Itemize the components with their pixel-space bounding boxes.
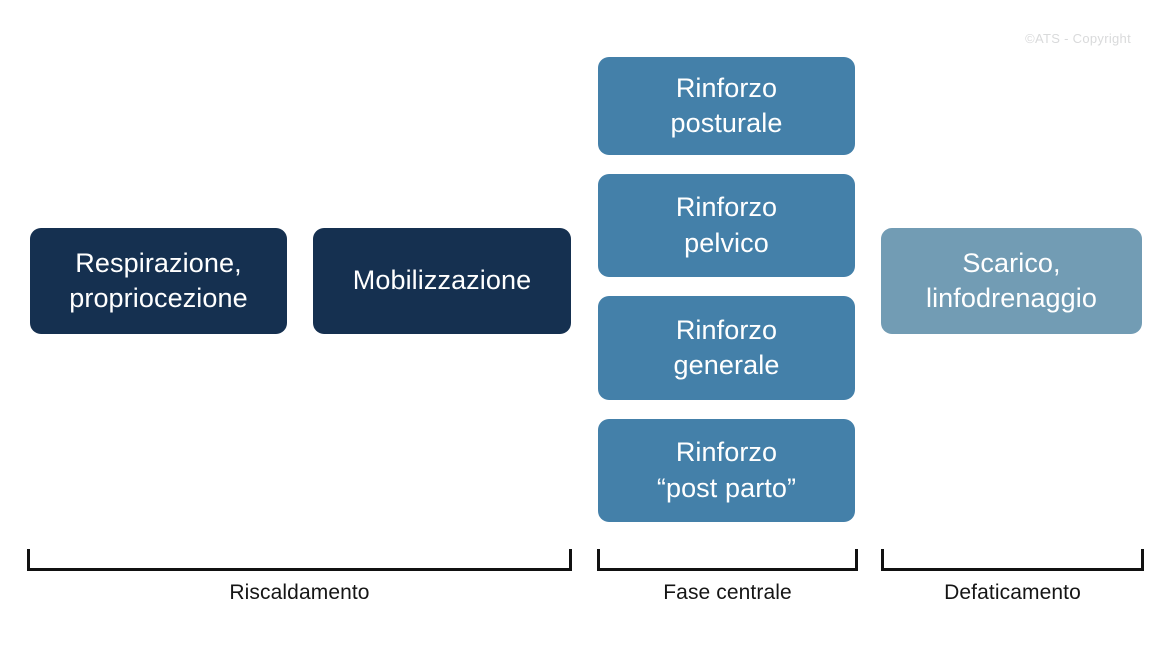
box-rinforzo-post-parto[interactable]: Rinforzo “post parto” — [598, 419, 855, 522]
box-mobilizzazione[interactable]: Mobilizzazione — [313, 228, 571, 334]
bracket-defaticamento — [881, 549, 1144, 571]
box-respirazione-propriocezione[interactable]: Respirazione, propriocezione — [30, 228, 287, 334]
bracket-fase-centrale — [597, 549, 858, 571]
box-rinforzo-pelvico[interactable]: Rinforzo pelvico — [598, 174, 855, 277]
box-scarico-linfodrenaggio[interactable]: Scarico, linfodrenaggio — [881, 228, 1142, 334]
phase-group-fase-centrale: Fase centrale — [597, 549, 858, 605]
box-rinforzo-posturale[interactable]: Rinforzo posturale — [598, 57, 855, 155]
copyright-watermark: ©ATS - Copyright — [1025, 31, 1131, 46]
phase-group-riscaldamento: Riscaldamento — [27, 549, 572, 605]
phase-label-fase-centrale: Fase centrale — [663, 581, 792, 604]
phase-label-riscaldamento: Riscaldamento — [229, 581, 370, 604]
phase-group-defaticamento: Defaticamento — [881, 549, 1144, 605]
phase-label-defaticamento: Defaticamento — [944, 581, 1081, 604]
bracket-riscaldamento — [27, 549, 572, 571]
box-rinforzo-generale[interactable]: Rinforzo generale — [598, 296, 855, 400]
